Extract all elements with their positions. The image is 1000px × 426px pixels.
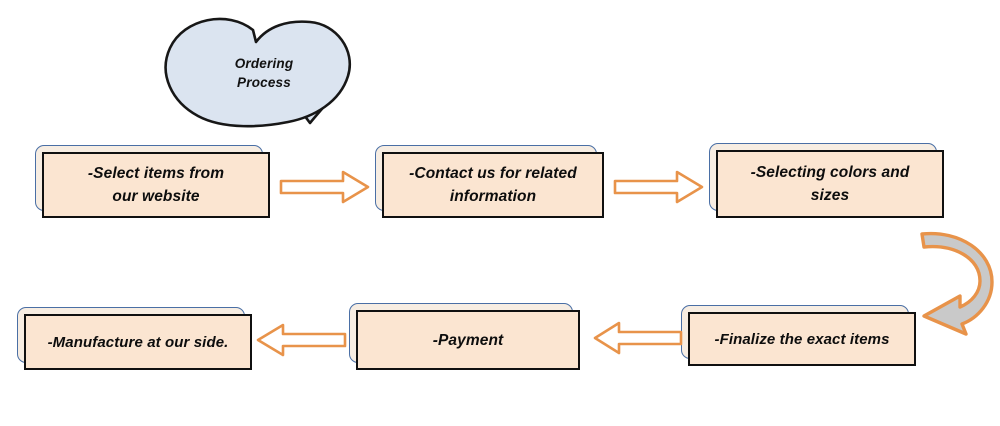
box-face: -Payment [356,310,580,370]
arrow-right-step1-step2 [279,169,371,205]
step-5-label: -Payment [432,331,504,349]
box-face: -Manufacture at our side. [24,314,252,370]
step-1-label: -Select items from our website [87,165,225,205]
process-box-step-1[interactable]: -Select items from our website [35,145,270,218]
step-4-label: -Finalize the exact items [714,330,890,348]
arrow-left-step4-step5 [593,320,683,356]
arrow-curved-step3-step4 [908,228,1000,336]
box-face: -Contact us for related information [382,152,604,218]
box-face: -Select items from our website [42,152,270,218]
step-3-label: -Selecting colors and sizes [750,164,910,204]
arrow-right-step2-step3 [613,169,705,205]
box-face: -Finalize the exact items [688,312,916,366]
process-box-step-2[interactable]: -Contact us for related information [375,145,604,218]
step-6-label: -Manufacture at our side. [47,333,229,351]
double-heart-shape: Ordering Process [158,12,394,134]
process-box-step-3[interactable]: -Selecting colors and sizes [709,143,944,218]
process-box-step-5[interactable]: -Payment [349,303,580,370]
step-2-label: -Contact us for related information [409,165,577,205]
box-face: -Selecting colors and sizes [716,150,944,218]
arrow-left-step5-step6 [255,322,347,358]
heart-icon [164,17,351,128]
process-box-step-6[interactable]: -Manufacture at our side. [17,307,252,370]
process-box-step-4[interactable]: -Finalize the exact items [681,305,916,366]
